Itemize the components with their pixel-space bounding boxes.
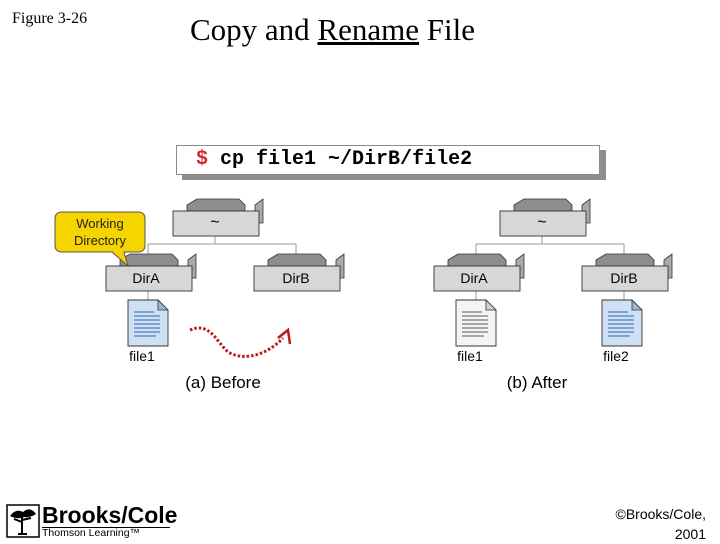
file-icon-file2-after xyxy=(601,299,643,347)
dira-label-before: DirA xyxy=(132,270,160,286)
file1-label-after: file1 xyxy=(457,348,483,364)
command-prompt: $ xyxy=(196,148,209,171)
page-title: Copy and Rename File xyxy=(190,12,475,48)
brand-divider xyxy=(42,527,170,528)
file-icon-file1-after xyxy=(455,299,497,347)
command-text: cp file1 ~/DirB/file2 xyxy=(220,148,473,171)
callout-line-2: Directory xyxy=(74,233,127,248)
dira-label-after: DirA xyxy=(460,270,488,286)
copyright-notice: ©Brooks/Cole, 2001 xyxy=(616,504,706,544)
title-part-2: File xyxy=(419,12,475,47)
figure-label: Figure 3-26 xyxy=(12,10,88,27)
dirb-label-after: DirB xyxy=(610,270,637,286)
copyright-line-1: ©Brooks/Cole, xyxy=(615,506,706,522)
caption-before: (a) Before xyxy=(185,373,261,392)
command-line: $ cp file1 ~/DirB/file2 xyxy=(196,148,472,171)
dirb-label-before: DirB xyxy=(282,270,309,286)
brand-subtitle: Thomson Learning™ xyxy=(42,527,141,539)
copy-arrow-head xyxy=(277,327,292,345)
file-icon-file1-before xyxy=(127,299,169,347)
copyright-line-2: 2001 xyxy=(674,526,706,542)
brand-name: Brooks/Cole xyxy=(42,502,178,528)
title-part-1: Copy and xyxy=(190,12,318,47)
caption-after: (b) After xyxy=(507,373,568,392)
copy-arrow xyxy=(189,326,285,358)
title-underlined-word: Rename xyxy=(317,12,420,47)
working-directory-callout xyxy=(54,211,146,268)
file1-label-before: file1 xyxy=(129,348,155,364)
file2-label-after: file2 xyxy=(603,348,629,364)
root-label-after: ~ xyxy=(537,214,546,231)
tree-logo-icon xyxy=(6,504,40,538)
callout-line-1: Working xyxy=(76,216,123,231)
root-label-before: ~ xyxy=(210,214,219,231)
command-box xyxy=(176,145,600,175)
